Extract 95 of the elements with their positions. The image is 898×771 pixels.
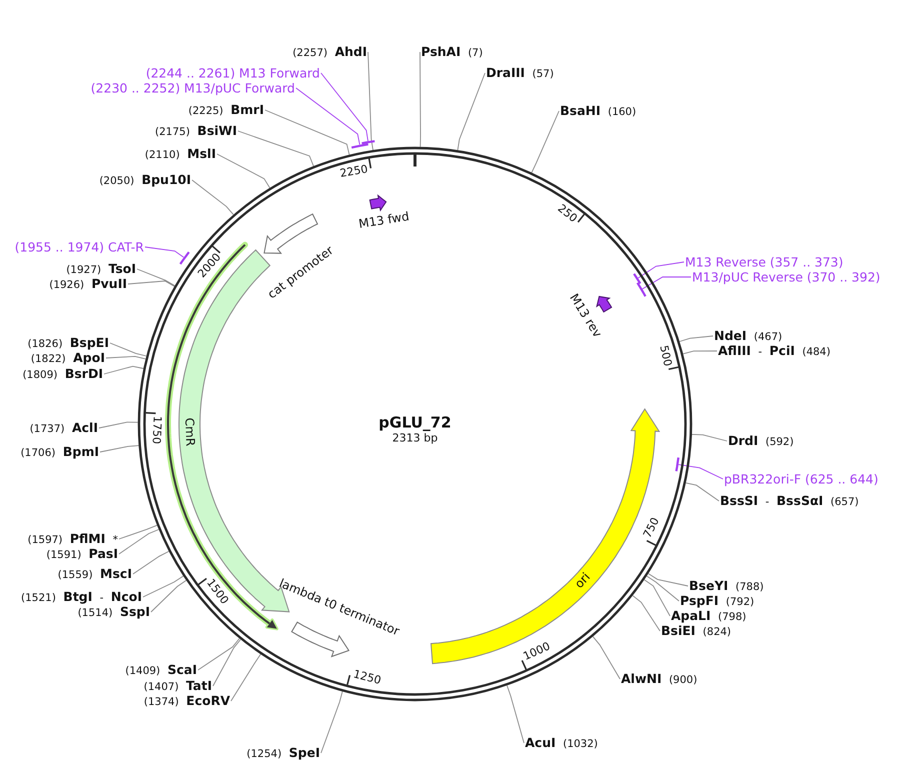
leader-line — [648, 573, 688, 586]
enzyme-site-label: (1514) SspI — [78, 604, 150, 620]
enzyme-site-label: PshAI (7) — [421, 44, 483, 60]
leader-line — [100, 445, 140, 452]
enzyme-site-label: (1822) ApoI — [30, 350, 105, 366]
primer-bar — [362, 140, 375, 144]
leader-line — [682, 350, 718, 354]
leader-line — [679, 336, 714, 342]
leader-line — [198, 638, 240, 670]
leader-line — [296, 88, 360, 146]
enzyme-site-label: BsaHI (160) — [560, 103, 636, 119]
plasmid-name: pGLU_72 — [378, 414, 452, 432]
enzyme-site-label: DraIII (57) — [486, 65, 554, 81]
enzyme-site-label: (1826) BspEI — [28, 335, 109, 351]
enzyme-site-label: (1927) TsoI — [66, 261, 136, 277]
primer-label: M13/pUC Reverse (370 .. 392) — [692, 270, 880, 284]
enzyme-site-label: (1409) ScaI — [125, 662, 197, 678]
feature-label: CmR — [182, 417, 197, 446]
enzyme-site-label: AflIII - PciI (484) — [718, 343, 830, 359]
enzyme-site-label: (1926) PvuII — [49, 276, 127, 292]
leader-line — [128, 280, 175, 287]
leader-line — [692, 434, 728, 442]
leader-line — [368, 52, 374, 150]
enzyme-site-label: (1737) AclI — [30, 420, 98, 436]
leader-line — [192, 180, 234, 216]
enzyme-site-label: ApaLI (798) — [671, 608, 746, 624]
primer-label: (2244 .. 2261) M13 Forward — [146, 66, 320, 80]
enzyme-site-label: PspFI (792) — [680, 593, 754, 609]
enzyme-site-label: (1374) EcoRV — [144, 693, 230, 709]
leader-line — [136, 268, 176, 286]
leader-line — [142, 576, 184, 598]
tick-label: 1250 — [351, 668, 382, 688]
primer-label: (2230 .. 2252) M13/pUC Forward — [90, 80, 295, 96]
leader-line — [592, 636, 620, 680]
enzyme-site-label: (2175) BsiWI — [155, 123, 237, 139]
leader-line — [264, 110, 350, 156]
tick-label: 1000 — [522, 640, 552, 664]
leader-line — [132, 550, 170, 574]
leader-line — [144, 246, 184, 258]
tick-label: 1750 — [149, 416, 163, 445]
leader-line — [632, 595, 660, 632]
tick-label: 750 — [642, 516, 662, 540]
enzyme-site-label: BssSI - BssSαI (657) — [720, 493, 859, 509]
feature-label: M13 fwd — [358, 210, 410, 232]
leader-line — [457, 72, 486, 151]
enzyme-site-label: (2050) Bpu10I — [99, 172, 191, 188]
leader-line — [638, 262, 684, 278]
enzyme-site-label: (1591) PasI — [46, 546, 118, 562]
enzyme-site-label: DrdI (592) — [728, 433, 794, 449]
primer-label: pBR322ori-F (625 .. 644) — [724, 472, 878, 486]
leader-line — [98, 422, 138, 428]
enzyme-site-label: (1597) PflMI* — [28, 531, 118, 547]
feature-label: ori — [572, 570, 594, 592]
leader-line — [642, 276, 692, 290]
enzyme-site-label: (1407) TatI — [144, 678, 212, 694]
enzyme-site-label: BsiEI (824) — [661, 623, 732, 639]
leader-line — [118, 524, 158, 540]
primer-label: M13 Reverse (357 .. 373) — [685, 254, 844, 270]
leader-line — [104, 366, 144, 374]
leader-line — [678, 464, 724, 480]
enzyme-site-label: NdeI (467) — [714, 328, 782, 344]
enzyme-site-label: (2257) AhdI — [292, 44, 367, 60]
leader-line — [420, 52, 421, 148]
primer-bar — [351, 143, 368, 149]
leader-line — [644, 579, 670, 616]
tick-label: 250 — [554, 202, 580, 226]
primer-site-arrow — [369, 194, 387, 212]
leader-line — [320, 72, 368, 142]
enzyme-site-label: (1809) BsrDI — [22, 366, 103, 382]
enzyme-site-label: AcuI (1032) — [525, 735, 598, 751]
leader-line — [212, 639, 242, 686]
leader-line — [106, 356, 146, 360]
leader-line — [150, 580, 187, 612]
plasmid-size-label: 2313 bp — [392, 432, 438, 446]
enzyme-site-label: (1521) BtgI - NcoI — [21, 589, 142, 605]
leader-line — [118, 529, 160, 554]
enzyme-site-label: (1706) BpmI — [20, 444, 99, 460]
enzyme-site-label: (2110) MslI — [144, 146, 216, 162]
leader-line — [506, 685, 524, 744]
leader-line — [531, 110, 560, 174]
leader-line — [216, 154, 270, 188]
tick-label: 2250 — [339, 164, 370, 181]
tick-label: 500 — [656, 344, 674, 368]
enzyme-site-label: BseYI (788) — [689, 578, 764, 594]
enzyme-site-label: (1254) SpeI — [246, 745, 320, 761]
leader-line — [320, 691, 343, 754]
enzyme-site-label: AlwNI (900) — [621, 671, 698, 687]
leader-line — [110, 342, 147, 356]
leader-line — [230, 654, 262, 702]
leader-line — [238, 130, 314, 167]
leader-line — [646, 576, 680, 602]
leader-line — [685, 482, 720, 502]
enzyme-site-label: (1559) MscI — [58, 566, 132, 582]
enzyme-site-label: (2225) BmrI — [188, 102, 264, 118]
primer-label: (1955 .. 1974) CAT-R — [14, 240, 144, 254]
